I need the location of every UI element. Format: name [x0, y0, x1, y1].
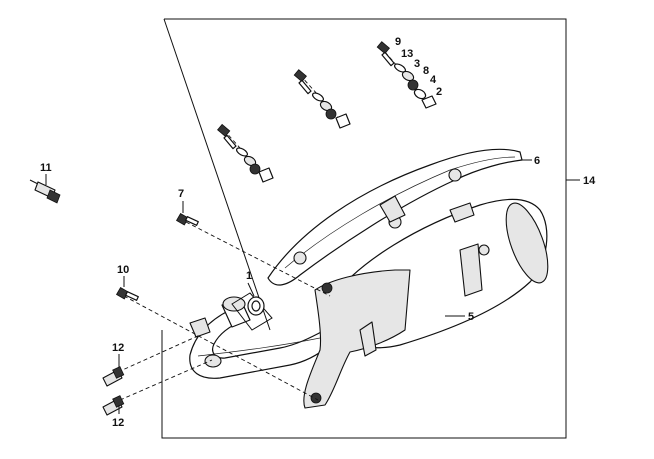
label-7: 7	[178, 188, 184, 200]
exhaust-pipe	[189, 269, 411, 409]
heat-shield-bracket	[267, 148, 523, 286]
bolt-stack-middle	[293, 69, 351, 129]
bolt-10	[115, 286, 319, 401]
bolt-stack-lower	[217, 123, 274, 183]
label-4: 4	[430, 74, 437, 86]
assembly-frame	[161, 18, 580, 439]
bolt-7	[175, 212, 331, 297]
label-13: 13	[401, 48, 413, 60]
label-3: 3	[414, 58, 420, 70]
label-2: 2	[436, 86, 442, 98]
label-11: 11	[40, 162, 52, 174]
gasket	[231, 282, 273, 331]
leader-lines	[45, 159, 532, 414]
label-8: 8	[423, 65, 429, 77]
bolt-stack-top	[376, 41, 437, 109]
stud-12-upper	[102, 334, 201, 387]
label-1: 1	[246, 270, 252, 282]
label-12b: 12	[112, 417, 124, 429]
callouts: 1 2 3 4 5 6 7 8 9 10 11 12 12 13 14	[40, 36, 596, 429]
label-10: 10	[117, 264, 129, 276]
label-12a: 12	[112, 342, 124, 354]
label-14: 14	[583, 175, 596, 187]
stud-12-lower	[102, 359, 213, 416]
label-9: 9	[395, 36, 401, 48]
label-5: 5	[468, 311, 474, 323]
label-6: 6	[534, 155, 540, 167]
sensor-11	[29, 179, 61, 204]
